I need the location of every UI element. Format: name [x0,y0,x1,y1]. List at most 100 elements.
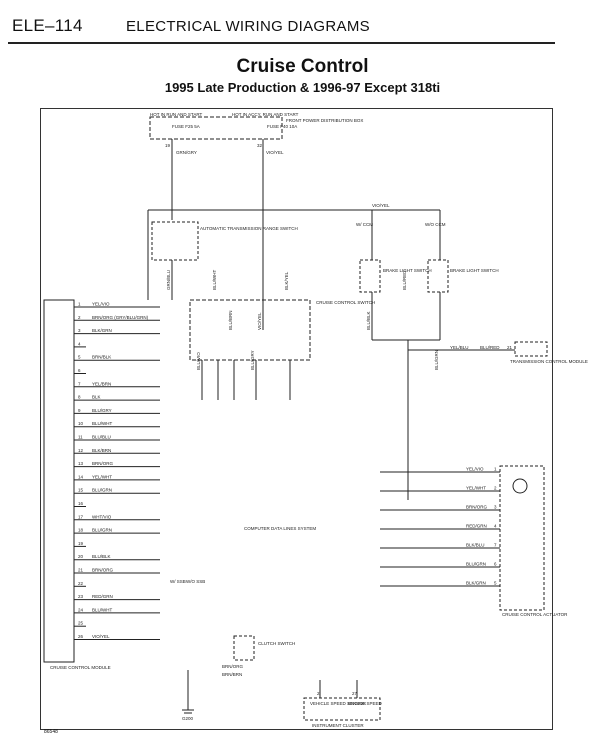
label-front-power: FRONT POWER DISTRIBUTION BOX [286,118,363,123]
actuator-pin-number: 4 [494,524,497,529]
pin-color: BRN/ORG [92,568,114,573]
cruise-switch-box [189,299,311,361]
pin-number: 1 [78,302,81,307]
diagram-subtitle: 1995 Late Production & 1996-97 Except 31… [164,80,441,95]
pin-color: YEL/BRN [92,381,111,386]
label-vio-yel-top: VIO/YEL [372,203,390,208]
actuator-wire-color: BRN/ORG [466,505,488,510]
pin-number: 23 [78,594,84,599]
pin-color: VIO/YEL [92,634,110,639]
pin-color: BRN/ORG (GRY/BLU/GRN) [92,315,149,320]
label-wire-32: 32 [257,143,263,148]
actuator-motor [512,478,528,494]
pin-number: 26 [78,634,84,639]
actuator-pin-number: 1 [494,467,497,472]
diagram-frame [40,108,553,730]
label-cluster-27: 27 [352,691,358,696]
clutch-switch-box [233,635,255,661]
pin-number: 6 [78,368,81,373]
pin-number: 20 [78,554,84,559]
actuator-pin-number: 5 [494,581,497,586]
label-wire-19: 19 [165,143,171,148]
pin-color: BRN/BLK [92,355,111,360]
label-wo-ssb: W/O SSB [186,579,205,584]
label-blu-red: BLU/RED [480,345,500,350]
section-code: ELE–114 [12,16,83,35]
cruise-module-box [43,299,75,663]
label-vss: VEHICLE SPEED SENSOR [310,701,367,706]
pin-number: 21 [78,568,84,573]
label-hot-run-start: HOT IN RUN AND START [150,112,203,117]
actuator-pin-number: 7 [494,543,497,548]
pin-number: 18 [78,528,84,533]
vertical-wire-label: BLU/BLK [366,311,371,330]
pin-color: RED/GRN [92,594,113,599]
actuator-wire-color: YEL/WHT [466,486,486,491]
pin-color: BLU/BLU [92,435,111,440]
pin-color: BLU/GRN [92,528,112,533]
label-ground: G200 [182,716,194,721]
cluster-box [303,697,381,721]
pin-color: BLU/BLK [92,554,111,559]
label-wire-19-color: GRN/GRY [176,150,197,155]
figure-number: 86548 [44,729,58,735]
actuator-pin-number: 2 [494,486,497,491]
pin-number: 15 [78,488,84,493]
vertical-wire-label: VIO/YEL [257,312,262,330]
label-clutch: CLUTCH SWITCH [258,641,295,646]
label-wo-ccm: W/O CCM [425,222,446,227]
pin-color: BLU/WHT [92,421,113,426]
brake-switch-box-2 [427,259,449,293]
pin-number: 12 [78,448,84,453]
pin-number: 17 [78,514,84,519]
actuator-wire-color: BLK/BLU [466,543,485,548]
label-yel-blu-tcm: YEL/BLU [450,345,469,350]
pin-color: BLK/GRN [92,328,112,333]
pin-number: 5 [78,355,81,360]
actuator-wire-color: RED/GRN [466,524,487,529]
label-computer-data: COMPUTER DATA LINES SYSTEM [244,526,316,531]
pin-number: 2 [78,315,81,320]
pin-number: 7 [78,381,81,386]
pin-number: 19 [78,541,84,546]
pin-color: BRN/ORG [92,461,114,466]
label-w-ccm: W/ CCM [356,222,373,227]
page-header: ELE–114 ELECTRICAL WIRING DIAGRAMS [8,12,605,44]
label-tcm-pin: 21 [507,345,513,350]
pin-number: 14 [78,474,84,479]
label-cluster: INSTRUMENT CLUSTER [312,723,364,728]
label-wire-32-color: VIO/YEL [266,150,284,155]
label-fuse-f40: FUSE F40 10A [267,124,297,129]
pin-number: 25 [78,621,84,626]
pin-number: 13 [78,461,84,466]
pin-number: 16 [78,501,84,506]
header-rule [8,42,555,44]
fuse-box [149,116,283,140]
label-trans-range: AUTOMATIC TRANSMISSION RANGE SWITCH [200,226,298,231]
pin-color: YEL/VIO [92,302,110,307]
label-module: CRUISE CONTROL MODULE [50,665,111,670]
pin-number: 4 [78,341,81,346]
pin-color: BLU/WHT [92,607,113,612]
vertical-wire-label: BLU/GRY [250,350,255,370]
pin-number: 24 [78,607,84,612]
actuator-wire-color: BLU/GRN [466,562,486,567]
label-brn-org-gnd: BRN/ORG [222,664,244,669]
tcm-box [514,341,548,357]
vertical-wire-label: BLU/VIO [196,352,201,370]
label-brake-light-2: BRAKE LIGHT SWITCH [450,268,499,273]
pin-color: BLK/BRN [92,448,111,453]
pin-number: 22 [78,581,84,586]
vertical-wire-label: GRN/BLU [166,270,171,290]
vertical-wire-label: BLU/RED [402,270,407,290]
actuator-pin-number: 3 [494,505,497,510]
trans-range-switch-box [151,221,199,261]
vertical-wire-label: BLU/BRN [228,310,233,330]
pin-color: BLK [92,395,101,400]
vertical-wire-label: BLU/GRN [434,350,439,370]
label-fuse-f25: FUSE F25 5A [172,124,200,129]
label-tcm: TRANSMISSION CONTROL MODULE [510,359,588,364]
actuator-pin-number: 6 [494,562,497,567]
